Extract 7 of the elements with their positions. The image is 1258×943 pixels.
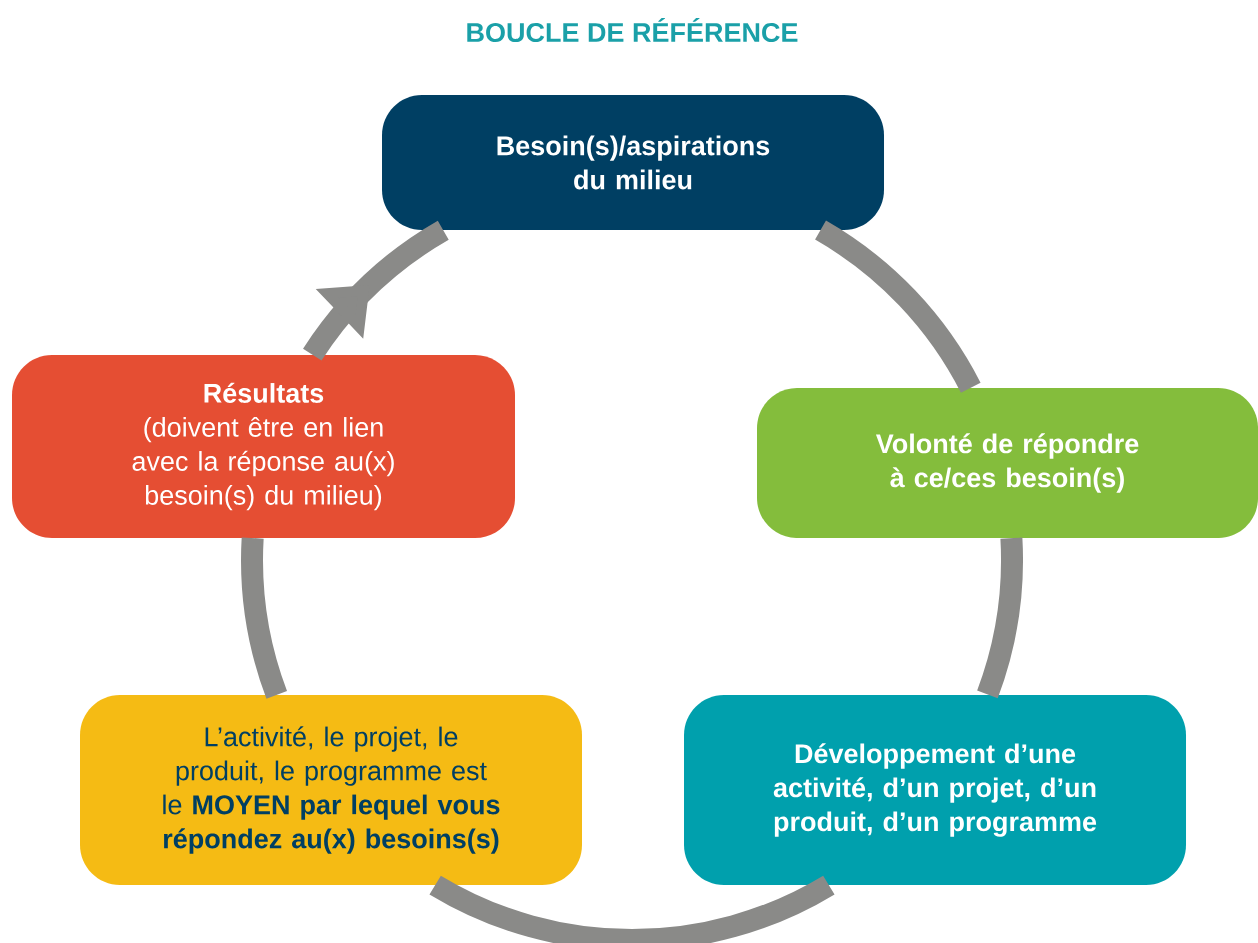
rounded-box: L’activité, le projet, le produit, le programme est le MOYEN par lequel vous répondez au(x) besoins(s) — [80, 695, 582, 885]
arrow — [303, 220, 449, 361]
rounded-box: Volonté de répondre à ce/ces besoin(s) — [757, 388, 1258, 538]
title: BOUCLE DE RÉFÉRENCE — [467, 17, 798, 43]
rounded-box: Développement d’une activité, d’un projet, d’un produit, d’un programme — [684, 695, 1186, 885]
rounded-box: Besoin(s)/aspirations du milieu — [382, 95, 884, 230]
rounded-box: Résultats (doivent être en lien avec la réponse au(x) besoin(s) du milieu) — [12, 355, 515, 538]
